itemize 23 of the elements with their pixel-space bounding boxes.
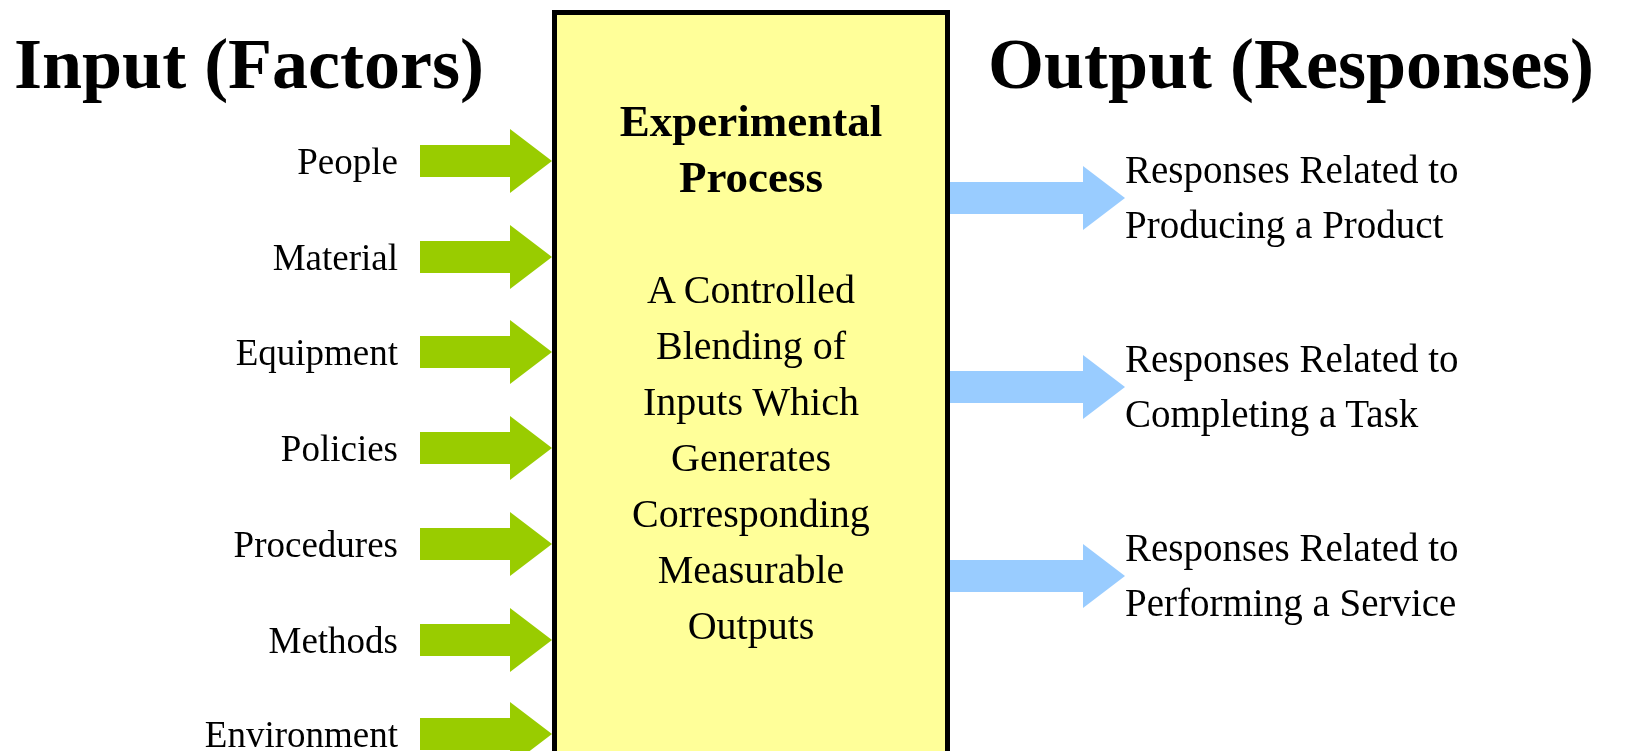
input-factor: Material — [150, 233, 420, 281]
input-factor: Procedures — [150, 520, 420, 568]
block-arrow — [950, 544, 1125, 608]
output-response: Responses Related to Performing a Service — [1125, 526, 1605, 626]
process-title: Experimental Process — [618, 95, 884, 205]
block-arrow — [420, 320, 552, 384]
input-factor: Equipment — [150, 328, 420, 376]
block-arrow — [420, 129, 552, 193]
output-response: Responses Related to Completing a Task — [1125, 337, 1605, 437]
block-arrow — [420, 512, 552, 576]
block-arrow — [420, 608, 552, 672]
process-description: A Controlled Blending of Inputs Which Generates Corresponding Measurable Outputs — [631, 265, 871, 650]
input-factor: Methods — [150, 616, 420, 664]
input-factor: People — [150, 137, 420, 185]
input-factor: Policies — [150, 424, 420, 472]
block-arrow — [950, 355, 1125, 419]
output-response: Responses Related to Producing a Product — [1125, 148, 1605, 248]
block-arrow — [420, 416, 552, 480]
process-box — [552, 10, 950, 751]
block-arrow — [420, 225, 552, 289]
block-arrow — [420, 702, 552, 751]
block-arrow — [950, 166, 1125, 230]
input-factor: Environment — [150, 710, 420, 751]
